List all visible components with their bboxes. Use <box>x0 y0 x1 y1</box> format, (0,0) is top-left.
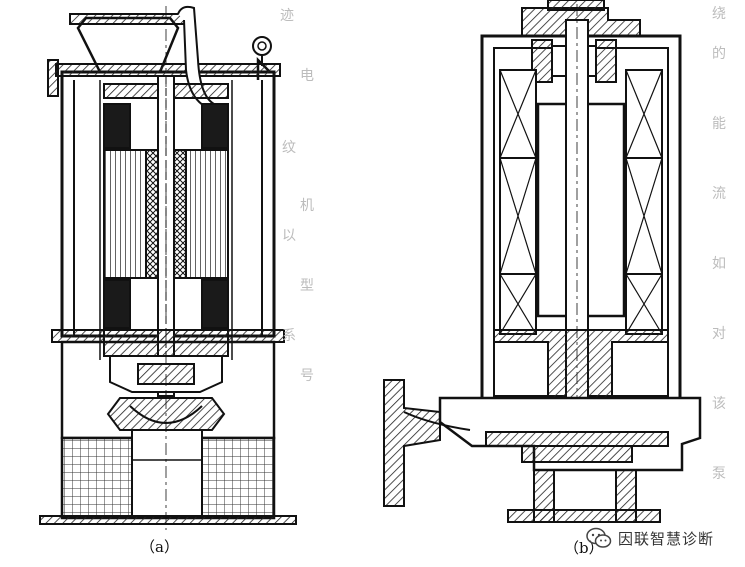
svg-text:型: 型 <box>300 278 314 294</box>
svg-text:纹: 纹 <box>282 140 296 156</box>
lower-bracket <box>493 329 669 407</box>
lifting-eye <box>252 36 272 56</box>
stator-winding-lower-left <box>103 279 131 329</box>
drawing-b <box>383 0 702 523</box>
svg-text:机: 机 <box>300 198 314 214</box>
top-flange <box>55 63 281 77</box>
svg-text:系: 系 <box>282 328 296 344</box>
background-text: 迹 纹 以 系 绕 的 能 流 如 对 该 泵 电 机 型 号 <box>280 6 726 482</box>
drawing-a <box>39 5 297 530</box>
svg-text:绕: 绕 <box>712 6 726 22</box>
outlet-flange <box>383 379 441 507</box>
svg-text:能: 能 <box>712 116 726 132</box>
stator-core-right <box>185 149 229 279</box>
svg-text:号: 号 <box>300 368 314 384</box>
stator-core-left <box>103 149 147 279</box>
svg-text:泵: 泵 <box>712 466 726 482</box>
left-bolt <box>47 59 59 97</box>
stator-winding-lower-right <box>201 279 229 329</box>
watermark-text: 因联智慧诊断 <box>618 529 715 548</box>
stator-winding-left <box>499 69 537 335</box>
impeller-b <box>521 445 633 463</box>
svg-text:的: 的 <box>712 46 726 62</box>
discharge-flange <box>69 13 189 25</box>
base-plate <box>39 515 297 525</box>
stator-winding-upper-left <box>103 103 131 149</box>
wechat-icon <box>586 527 612 548</box>
middle-flange <box>51 329 285 343</box>
svg-text:流: 流 <box>712 186 726 202</box>
svg-text:以: 以 <box>282 228 296 244</box>
svg-text:电: 电 <box>300 68 314 84</box>
stator-winding-upper-right <box>201 103 229 149</box>
svg-text:对: 对 <box>712 326 726 342</box>
svg-text:迹: 迹 <box>280 8 294 24</box>
stator-winding-right <box>625 69 663 335</box>
svg-text:该: 该 <box>712 396 726 412</box>
watermark: 因联智慧诊断 <box>586 524 714 552</box>
svg-text:如: 如 <box>712 256 726 272</box>
caption-a: （a） <box>140 538 179 556</box>
